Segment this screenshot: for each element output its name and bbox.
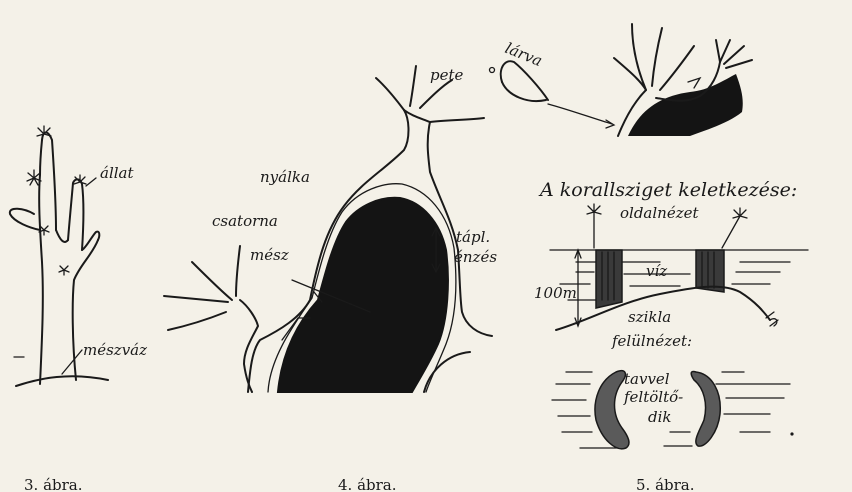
label-rock: szikla	[628, 308, 671, 326]
label-channel: csatorna	[212, 212, 278, 230]
reef-side-view-drawing	[550, 204, 808, 330]
label-lagoon-3: dik	[648, 408, 672, 426]
label-lagoon-1: tavvel	[624, 370, 670, 388]
label-side-view: oldalnézet	[620, 204, 699, 222]
label-mucus: nyálka	[260, 168, 310, 186]
label-lime: mész	[250, 246, 289, 264]
skeleton-core	[278, 198, 448, 392]
figure-5-title: A korallsziget keletkezése:	[538, 179, 797, 201]
label-animal: állat	[100, 164, 134, 182]
figure-4: pete lárva nyálka csatorna mész tápl. én…	[164, 39, 614, 492]
caption-figure-4: 4. ábra.	[338, 476, 397, 492]
caption-figure-3: 3. ábra.	[24, 476, 83, 492]
label-feeding-2: énzés	[454, 248, 497, 266]
label-top-view: felülnézet:	[611, 332, 692, 350]
label-feeding-1: tápl.	[456, 228, 490, 246]
reef-top-view-drawing	[552, 371, 794, 449]
label-lagoon-2: feltöltő-	[623, 388, 683, 406]
figure-3: állat mészváz 3. ábra.	[10, 126, 147, 492]
label-skeleton: mészváz	[83, 341, 147, 359]
label-larva: lárva	[503, 39, 545, 70]
label-depth: 100m	[534, 284, 577, 302]
figure-5: A korallsziget keletkezése:	[534, 24, 808, 492]
branching-coral-drawing	[614, 24, 752, 136]
label-egg: pete	[430, 66, 464, 84]
label-water: víz	[646, 262, 667, 280]
caption-figure-5: 5. ábra.	[636, 476, 695, 492]
